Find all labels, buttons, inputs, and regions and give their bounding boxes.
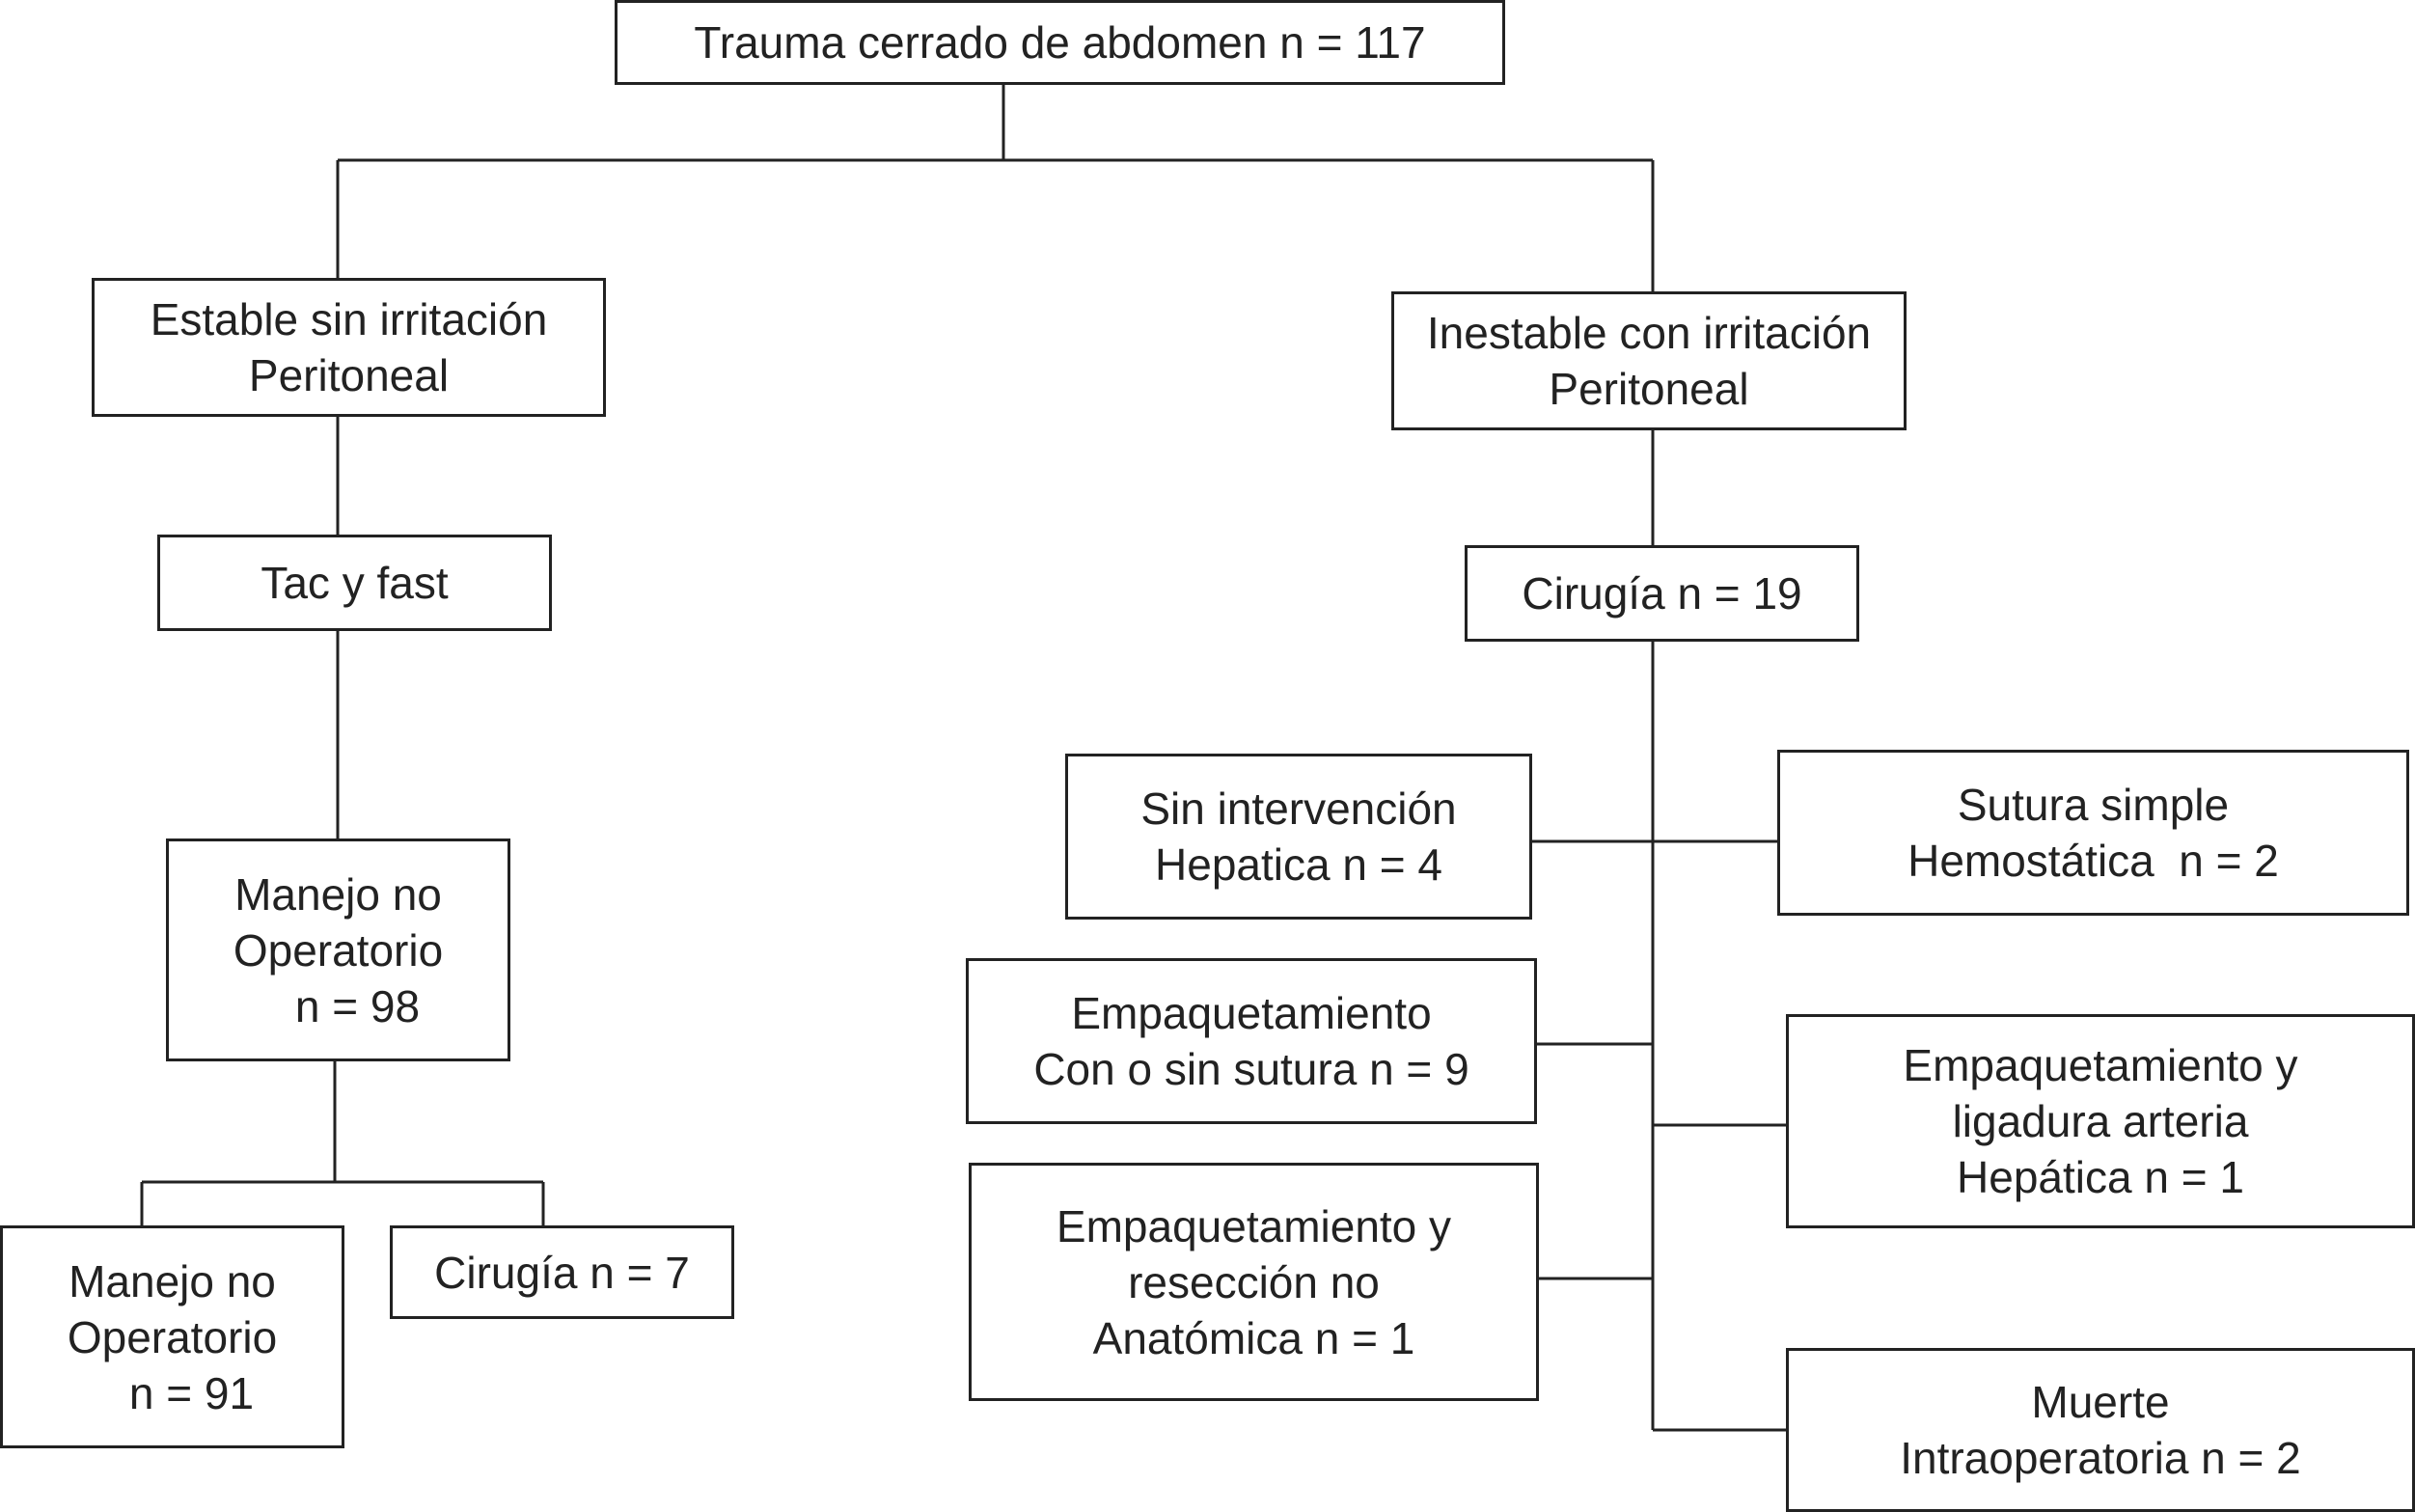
simple-suture-node: Sutura simple Hemostática n = 2 <box>1777 750 2409 916</box>
packing-ligation-node-line-2: ligadura arteria <box>1952 1096 2249 1146</box>
root-node: Trauma cerrado de abdomen n = 117 <box>615 0 1505 85</box>
nonop-98-node: Manejo no Operatorio n = 98 <box>166 838 510 1061</box>
packing-suture-node-line-2: Con o sin sutura n = 9 <box>1033 1044 1469 1094</box>
surgery-main-node-line-1: Cirugía n = 19 <box>1522 568 1802 619</box>
unstable-node: Inestable con irritación Peritoneal <box>1391 291 1907 430</box>
nonop-98-node-line-3: n = 98 <box>294 980 421 1031</box>
packing-ligation-node-line-3: Hepática n = 1 <box>1957 1152 2244 1202</box>
packing-suture-node: Empaquetamiento Con o sin sutura n = 9 <box>966 958 1537 1124</box>
death-node-line-1: Muerte <box>2031 1377 2170 1427</box>
nonop-91-node: Manejo no Operatorio n = 91 <box>0 1225 344 1448</box>
packing-resection-node-line-3: Anatómica n = 1 <box>1092 1312 1415 1363</box>
no-intervention-node-line-2: Hepatica n = 4 <box>1155 839 1442 890</box>
no-intervention-node-line-1: Sin intervención <box>1140 783 1457 834</box>
packing-resection-node-line-1: Empaquetamiento y <box>1056 1200 1452 1251</box>
packing-suture-node-line-1: Empaquetamiento <box>1071 988 1432 1038</box>
surgery-7-node: Cirugía n = 7 <box>390 1225 734 1319</box>
simple-suture-node-line-1: Sutura simple <box>1957 780 2230 830</box>
root-node-line-1: Trauma cerrado de abdomen n = 117 <box>694 17 1426 68</box>
nonop-98-node-line-1: Manejo no <box>234 868 442 920</box>
nonop-91-node-line-2: Operatorio <box>67 1311 278 1362</box>
unstable-node-line-1: Inestable con irritación <box>1426 308 1872 358</box>
nonop-98-node-line-2: Operatorio <box>233 924 444 976</box>
packing-resection-node: Empaquetamiento y resección no Anatómica… <box>969 1163 1539 1401</box>
packing-ligation-node: Empaquetamiento y ligadura arteria Hepát… <box>1786 1014 2415 1228</box>
packing-ligation-node-line-1: Empaquetamiento y <box>1903 1040 2298 1090</box>
stable-node: Estable sin irritación Peritoneal <box>92 278 606 417</box>
stable-node-line-1: Estable sin irritación <box>150 294 548 344</box>
surgery-7-node-line-1: Cirugía n = 7 <box>434 1247 690 1298</box>
tac-fast-node: Tac y fast <box>157 535 552 631</box>
simple-suture-node-line-2: Hemostática n = 2 <box>1907 836 2279 886</box>
nonop-91-node-line-3: n = 91 <box>128 1367 255 1418</box>
stable-node-line-2: Peritoneal <box>248 350 450 400</box>
no-intervention-node: Sin intervención Hepatica n = 4 <box>1065 754 1532 920</box>
death-node: Muerte Intraoperatoria n = 2 <box>1786 1348 2415 1512</box>
nonop-91-node-line-1: Manejo no <box>69 1255 276 1306</box>
packing-resection-node-line-2: resección no <box>1128 1256 1380 1307</box>
tac-fast-node-line-1: Tac y fast <box>261 558 449 608</box>
surgery-main-node: Cirugía n = 19 <box>1465 545 1859 642</box>
unstable-node-line-2: Peritoneal <box>1549 364 1749 414</box>
death-node-line-2: Intraoperatoria n = 2 <box>1900 1433 2301 1483</box>
